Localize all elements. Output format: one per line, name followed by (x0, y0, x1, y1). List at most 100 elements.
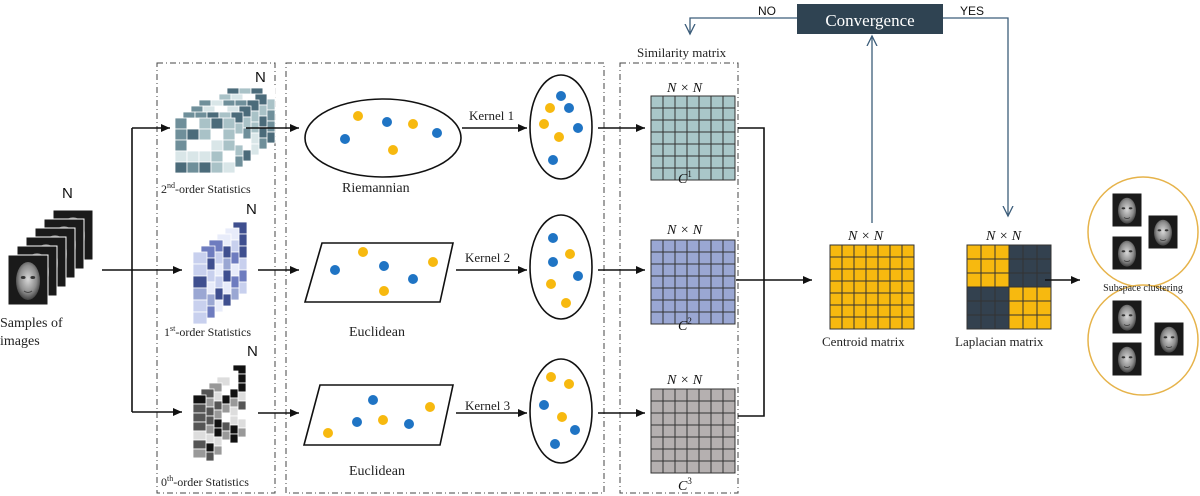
space-point (388, 145, 398, 155)
space-point (323, 428, 333, 438)
stat0-count: N (247, 343, 258, 360)
matrix-cell (674, 448, 688, 462)
matrix-cell (662, 287, 676, 301)
space-group-box (285, 62, 605, 494)
matrix-cell (662, 239, 676, 253)
matrix-cell (686, 448, 700, 462)
matrix-cell (1036, 314, 1052, 330)
space-point (330, 265, 340, 275)
space-point (379, 286, 389, 296)
space-point (408, 119, 418, 129)
euclidean-plane-1 (303, 242, 454, 303)
matrix-cell (674, 436, 688, 450)
matrix-cell (662, 436, 676, 450)
matrix-cell (865, 304, 879, 318)
matrix-cell (722, 143, 736, 157)
matrix-cell (841, 304, 855, 318)
kernel-point (539, 400, 549, 410)
matrix-cell (710, 131, 724, 145)
matrix-cell (662, 107, 676, 121)
matrix-cell (686, 287, 700, 301)
matrix-cell (841, 316, 855, 330)
matrix-cell (722, 107, 736, 121)
kernel-point (573, 123, 583, 133)
similarity-matrix-3 (650, 388, 736, 474)
matrix-cell (853, 244, 867, 258)
matrix-cell (662, 155, 676, 169)
matrix-cell (662, 299, 676, 313)
matrix-cell (662, 448, 676, 462)
matrix-cell (889, 292, 903, 306)
similarity-matrix-1 (650, 95, 736, 181)
matrix-cell (865, 292, 879, 306)
matrix-cell (674, 131, 688, 145)
matrix-cell (901, 244, 915, 258)
matrix-cell (650, 251, 664, 265)
matrix-cell (650, 155, 664, 169)
matrix-cell (710, 275, 724, 289)
matrix-cell (686, 400, 700, 414)
matrix-cell (710, 448, 724, 462)
matrix-cell (674, 388, 688, 402)
sim2-label: C2 (678, 316, 692, 334)
cluster-face (1111, 192, 1143, 228)
matrix-cell (662, 95, 676, 109)
kernel-point (564, 103, 574, 113)
matrix-cell (994, 300, 1010, 316)
matrix-cell (722, 251, 736, 265)
kernel-point (548, 233, 558, 243)
matrix-cell (722, 388, 736, 402)
kernel-space-3 (529, 358, 593, 464)
matrix-cell (650, 299, 664, 313)
centroid-matrix (829, 244, 915, 330)
matrix-cell (650, 239, 664, 253)
stat-cell (186, 139, 200, 152)
sim3-size: N × N (666, 373, 703, 388)
matrix-cell (686, 119, 700, 133)
matrix-cell (710, 143, 724, 157)
sim1-size: N × N (666, 81, 703, 96)
matrix-cell (662, 400, 676, 414)
statistics-group-box (156, 62, 276, 494)
matrix-cell (650, 436, 664, 450)
matrix-cell (901, 280, 915, 294)
matrix-cell (829, 268, 843, 282)
merge-arrows (736, 127, 812, 417)
matrix-cell (980, 272, 996, 288)
matrix-cell (829, 244, 843, 258)
yes-label: YES (960, 4, 984, 18)
zeroth-order-stack (192, 364, 247, 468)
matrix-cell (901, 292, 915, 306)
matrix-cell (829, 256, 843, 270)
matrix-cell (889, 280, 903, 294)
matrix-cell (853, 316, 867, 330)
matrix-cell (877, 280, 891, 294)
matrix-cell (710, 388, 724, 402)
matrix-cell (980, 258, 996, 274)
matrix-cell (829, 316, 843, 330)
matrix-cell (674, 424, 688, 438)
matrix-cell (674, 95, 688, 109)
matrix-cell (698, 448, 712, 462)
stat-cell (174, 128, 188, 141)
matrix-cell (966, 272, 982, 288)
kernel-point (565, 249, 575, 259)
matrix-cell (662, 263, 676, 277)
kernel-point (573, 271, 583, 281)
matrix-cell (722, 460, 736, 474)
matrix-cell (698, 412, 712, 426)
matrix-cell (650, 131, 664, 145)
similarity-matrix-2 (650, 239, 736, 325)
matrix-cell (865, 256, 879, 270)
matrix-cell (877, 292, 891, 306)
kernel-arrows (456, 124, 527, 417)
matrix-cell (1036, 300, 1052, 316)
cluster-face (1111, 235, 1143, 271)
stat-cell (174, 150, 188, 163)
similarity-group-box (619, 62, 739, 494)
matrix-cell (966, 286, 982, 302)
matrix-cell (698, 299, 712, 313)
cluster-circle-1 (1087, 176, 1199, 288)
matrix-cell (829, 280, 843, 294)
